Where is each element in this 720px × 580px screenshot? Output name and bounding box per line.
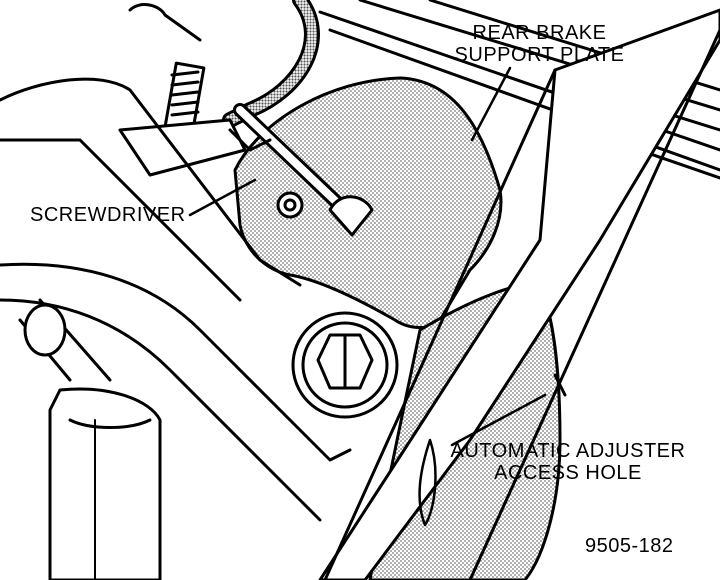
- control-arm: [0, 77, 352, 522]
- washer-bolt: [291, 311, 399, 419]
- adjuster-label-line1: AUTOMATIC ADJUSTER: [450, 440, 686, 462]
- adjuster-label-line2: ACCESS HOLE: [494, 462, 642, 484]
- support-plate-label-line2: SUPPORT PLATE: [454, 44, 625, 66]
- support-plate-label-line1: REAR BRAKE: [472, 22, 607, 44]
- leader-screwdriver: [188, 178, 257, 217]
- leader-adjuster: [450, 393, 547, 447]
- adjuster-label: AUTOMATIC ADJUSTER ACCESS HOLE: [448, 440, 688, 484]
- figure-number: 9505-182: [585, 535, 674, 557]
- threaded-bolt: [118, 3, 247, 177]
- screwdriver-label: SCREWDRIVER: [30, 204, 186, 226]
- screwdriver-shape: [228, 103, 374, 237]
- access-hole: [418, 438, 437, 527]
- leader-support-plate: [470, 66, 512, 142]
- small-nut: [276, 191, 304, 219]
- lower-cylinder: [48, 387, 162, 580]
- support-plate-label: REAR BRAKE SUPPORT PLATE: [452, 22, 627, 66]
- strut-bar: [318, 8, 720, 580]
